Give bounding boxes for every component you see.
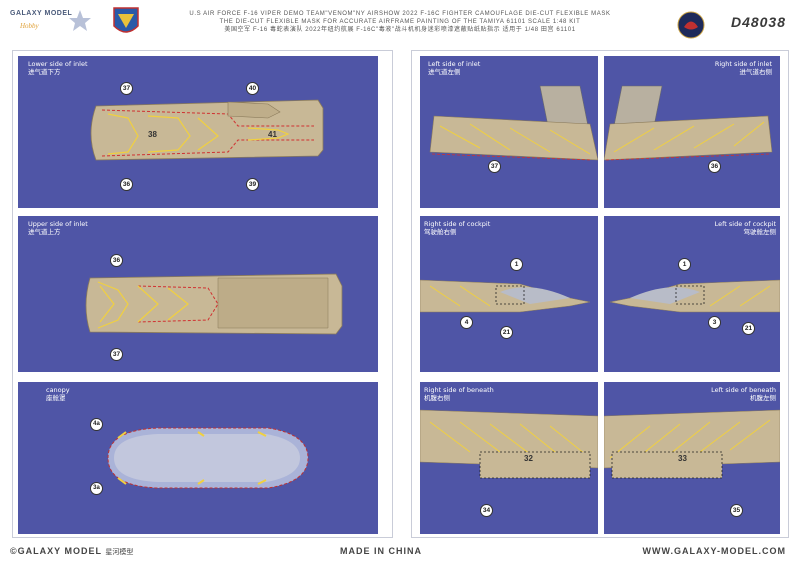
callout-37: 37 (110, 348, 123, 361)
part-33: 33 (678, 454, 687, 463)
label-cn: 进气道下方 (28, 68, 61, 76)
right-beneath-part (420, 409, 598, 479)
label-cn: 进气道右侧 (739, 68, 773, 76)
label-en: canopy (46, 386, 70, 394)
canopy-part (107, 427, 309, 489)
galaxy-model-logo: GALAXY MODEL Hobby (10, 6, 102, 42)
header: GALAXY MODEL Hobby U.S AIR FORCE F-16 VI… (0, 0, 800, 48)
part-38: 38 (148, 130, 157, 139)
title-line-1: U.S AIR FORCE F-16 VIPER DEMO TEAM"VENOM… (189, 11, 611, 17)
callout-36: 36 (708, 160, 721, 173)
panel-right-beneath: Right side of beneath 机腹右侧 32 34 (420, 382, 598, 534)
label-cn: 进气道左侧 (428, 68, 461, 76)
callout-34: 34 (480, 504, 493, 517)
callout-4: 4 (460, 316, 473, 329)
label-en: Left side of cockpit (714, 220, 776, 228)
label-cn: 驾驶舱左侧 (743, 228, 777, 236)
callout-37: 37 (120, 82, 133, 95)
label-cn: 机腹右侧 (424, 394, 450, 402)
panel-left-cockpit: Left side of cockpit 驾驶舱左侧 1 3 21 (604, 216, 780, 372)
panel-upper-inlet: Upper side of inlet 进气道上方 36 37 (18, 216, 378, 372)
label-cn: 座舱罩 (46, 394, 66, 402)
panel-right-cockpit: Right side of cockpit 驾驶舱右侧 1 4 21 (420, 216, 598, 372)
right-cockpit-part (420, 279, 591, 313)
callout-3a: 3a (90, 482, 103, 495)
venom-badge-icon (677, 11, 705, 39)
callout-36: 36 (110, 254, 123, 267)
label-en: Lower side of inlet (28, 60, 88, 68)
callout-1: 1 (510, 258, 523, 271)
footer-copyright: ©GALAXY MODEL 星河模型 (10, 546, 133, 557)
left-inlet-part (429, 85, 598, 161)
label-cn: 驾驶舱右侧 (424, 228, 457, 236)
part-41: 41 (268, 130, 277, 139)
squadron-shield-icon (113, 7, 139, 33)
label-en: Right side of inlet (714, 60, 772, 68)
right-inlet-part (604, 85, 773, 161)
callout-37: 37 (488, 160, 501, 173)
label-cn: 进气道上方 (28, 228, 61, 236)
callout-21: 21 (500, 326, 513, 339)
callout-39: 39 (246, 178, 259, 191)
logo-text: GALAXY MODEL (10, 10, 73, 17)
part-32: 32 (524, 454, 533, 463)
panel-canopy: canopy 座舱罩 4a 3a (18, 382, 378, 534)
made-in-china: MADE IN CHINA (340, 546, 422, 556)
title-block: U.S AIR FORCE F-16 VIPER DEMO TEAM"VENOM… (150, 10, 650, 34)
panel-left-beneath: Left side of beneath 机腹左侧 33 35 (604, 382, 780, 534)
label-cn: 机腹左侧 (750, 394, 776, 402)
left-frame (12, 50, 393, 538)
callout-36: 36 (120, 178, 133, 191)
panel-left-inlet: Left side of inlet 进气道左侧 37 (420, 56, 598, 208)
logo-sub: Hobby (20, 22, 39, 30)
callout-35: 35 (730, 504, 743, 517)
label-en: Left side of inlet (428, 60, 481, 68)
panel-right-inlet: Right side of inlet 进气道右侧 36 (604, 56, 780, 208)
label-en: Left side of beneath (711, 386, 776, 394)
label-en: Upper side of inlet (28, 220, 88, 228)
product-code: D48038 (730, 14, 786, 30)
label-en: Right side of cockpit (424, 220, 491, 228)
callout-40: 40 (246, 82, 259, 95)
lower-inlet-part (90, 99, 324, 161)
website-link[interactable]: WWW.GALAXY-MODEL.COM (642, 546, 786, 556)
callout-1: 1 (678, 258, 691, 271)
upper-inlet-part (85, 273, 343, 335)
callout-21: 21 (742, 322, 755, 335)
callout-4a: 4a (90, 418, 103, 431)
panel-lower-inlet: Lower side of inlet 进气道下方 38 41 37 40 36… (18, 56, 378, 208)
left-cockpit-part (609, 279, 780, 313)
label-en: Right side of beneath (424, 386, 494, 394)
copyright-text: ©GALAXY MODEL (10, 546, 102, 556)
star-icon (69, 10, 91, 31)
left-beneath-part (604, 409, 780, 479)
title-line-2: THE DIE-CUT FLEXIBLE MASK FOR ACCURATE A… (219, 19, 581, 25)
right-frame (411, 50, 789, 538)
copyright-cn: 星河模型 (105, 549, 134, 556)
title-line-3: 美国空军 F-16 毒蛇表演队 2022年纽约航展 F-16C"毒液"战斗机机身… (224, 27, 576, 33)
callout-3: 3 (708, 316, 721, 329)
